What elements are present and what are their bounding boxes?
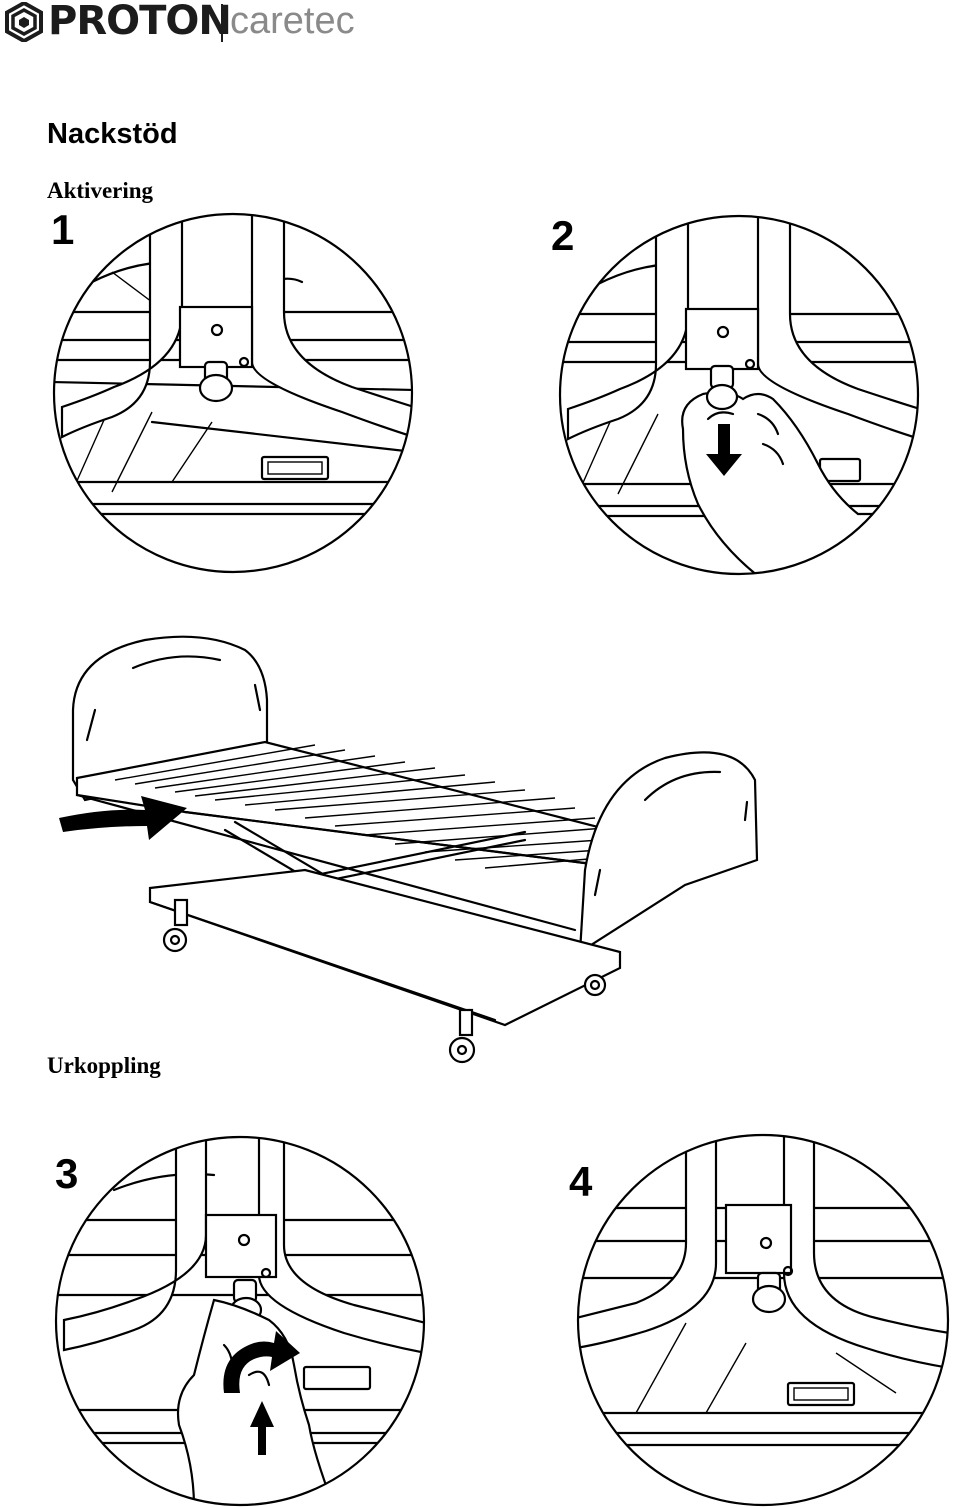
proton-logo-icon <box>5 2 43 42</box>
page-title: Nackstöd <box>47 118 178 150</box>
bed-overview-illustration <box>59 635 759 1064</box>
step-4-illustration <box>576 1133 950 1507</box>
step-number-2: 2 <box>551 212 575 259</box>
brand-name: PROTON <box>48 0 232 44</box>
sub-brand-name: caretec <box>230 0 355 42</box>
step-number-1: 1 <box>51 206 75 253</box>
step-2-illustration <box>558 214 920 576</box>
step-1-illustration <box>52 212 414 574</box>
section-activation-heading: Aktivering <box>47 178 154 203</box>
section-release-heading: Urkoppling <box>47 1053 161 1078</box>
step-3-illustration <box>54 1135 426 1507</box>
step-number-3: 3 <box>55 1150 79 1197</box>
step-number-4: 4 <box>569 1158 593 1205</box>
brand-logo: PROTON caretec <box>4 0 384 46</box>
logo-divider <box>221 4 223 42</box>
